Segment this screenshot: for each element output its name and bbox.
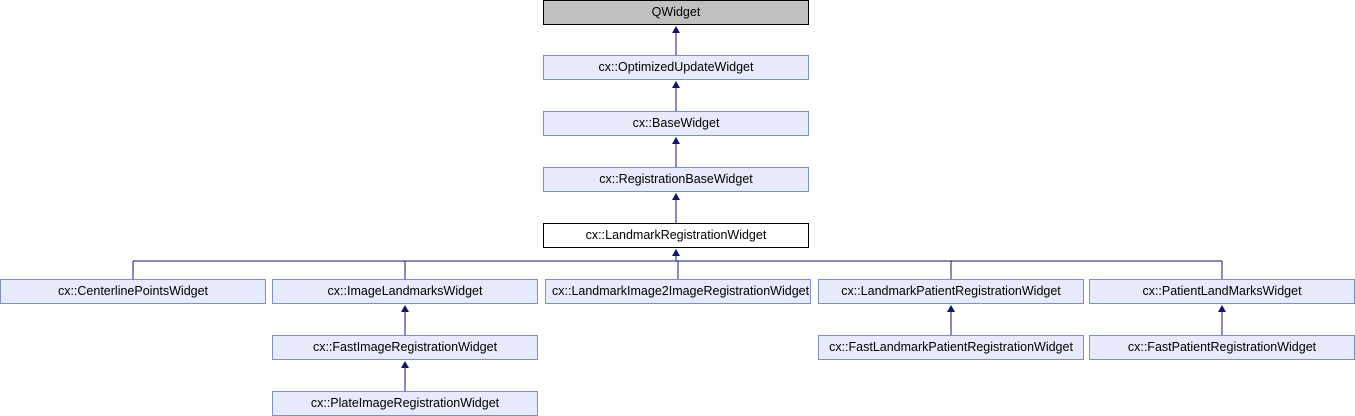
class-node-plateimagereg[interactable]: cx::PlateImageRegistrationWidget (272, 391, 538, 416)
class-node-label: QWidget (651, 6, 701, 19)
class-node-label: cx::FastImageRegistrationWidget (312, 341, 498, 354)
class-node-label: cx::LandmarkRegistrationWidget (585, 229, 767, 242)
class-node-patientlm[interactable]: cx::PatientLandMarksWidget (1089, 279, 1355, 304)
class-node-lmpatientreg[interactable]: cx::LandmarkPatientRegistrationWidget (818, 279, 1084, 304)
class-node-label: cx::ImageLandmarksWidget (327, 285, 483, 298)
class-node-label: cx::PatientLandMarksWidget (1142, 285, 1302, 298)
class-node-label: cx::CenterlinePointsWidget (57, 285, 209, 298)
class-node-label: cx::LandmarkPatientRegistrationWidget (841, 285, 1061, 298)
class-node-label: cx::OptimizedUpdateWidget (598, 61, 754, 74)
class-node-label: cx::RegistrationBaseWidget (599, 173, 753, 186)
class-node-lmimg2img[interactable]: cx::LandmarkImage2ImageRegistrationWidge… (545, 279, 811, 304)
class-node-imagelm[interactable]: cx::ImageLandmarksWidget (272, 279, 538, 304)
class-node-label: cx::PlateImageRegistrationWidget (310, 397, 500, 410)
class-node-optimized[interactable]: cx::OptimizedUpdateWidget (543, 55, 809, 80)
class-node-landmarkreg[interactable]: cx::LandmarkRegistrationWidget (543, 223, 809, 248)
class-node-label: cx::FastLandmarkPatientRegistrationWidge… (829, 341, 1073, 354)
class-node-label: cx::FastPatientRegistrationWidget (1127, 341, 1317, 354)
class-node-fastimagereg[interactable]: cx::FastImageRegistrationWidget (272, 335, 538, 360)
class-node-centerline[interactable]: cx::CenterlinePointsWidget (0, 279, 266, 304)
class-node-basewidget[interactable]: cx::BaseWidget (543, 111, 809, 136)
class-node-fastlmpatient[interactable]: cx::FastLandmarkPatientRegistrationWidge… (818, 335, 1084, 360)
class-node-label: cx::BaseWidget (632, 117, 720, 130)
class-node-label: cx::LandmarkImage2ImageRegistrationWidge… (552, 285, 810, 298)
class-node-fastpatientreg[interactable]: cx::FastPatientRegistrationWidget (1089, 335, 1355, 360)
class-node-regbase[interactable]: cx::RegistrationBaseWidget (543, 167, 809, 192)
class-node-qwidget[interactable]: QWidget (543, 0, 809, 25)
